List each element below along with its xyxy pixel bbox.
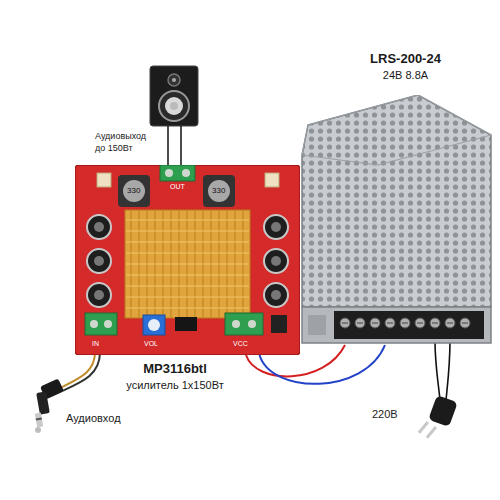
- mains-label: 220В: [372, 408, 398, 420]
- speaker-wire: [167, 126, 169, 168]
- audio-cable: [62, 352, 100, 391]
- inductor-value: 330: [127, 187, 140, 196]
- spec-text: 24В 8.8А: [318, 68, 493, 82]
- output-label: Аудиовыход до 150Вт: [95, 130, 157, 154]
- silkscreen-text: VCC: [233, 340, 248, 348]
- heading-block: MP3116btlусилитель 1х150Вт: [100, 361, 250, 392]
- silkscreen-text: VOL: [144, 340, 158, 348]
- mains-wire: [446, 340, 450, 400]
- input-label: Аудиовход: [66, 412, 121, 424]
- amplifier-board: MP3116btlусилитель 1х150Вт: [75, 165, 300, 355]
- model-name: LRS-200-24: [318, 51, 493, 68]
- silkscreen-text: IN: [92, 340, 99, 348]
- mains-wire: [435, 340, 440, 400]
- model-name: MP3116btl: [100, 361, 250, 378]
- inductor-value: 330: [212, 187, 225, 196]
- heading-block: LRS-200-2424В 8.8А: [318, 51, 493, 82]
- speaker-wire: [180, 126, 182, 168]
- spec-text: усилитель 1х150Вт: [100, 378, 250, 392]
- silkscreen-text: OUT: [170, 183, 185, 191]
- power-supply: LRS-200-2424В 8.8А: [298, 95, 493, 345]
- speaker-icon: [150, 66, 198, 126]
- audio-jack-icon: [35, 378, 64, 433]
- mains-plug-icon: [418, 395, 458, 439]
- power-supply-picture: [298, 95, 493, 345]
- amplifier-board-picture: [75, 165, 300, 355]
